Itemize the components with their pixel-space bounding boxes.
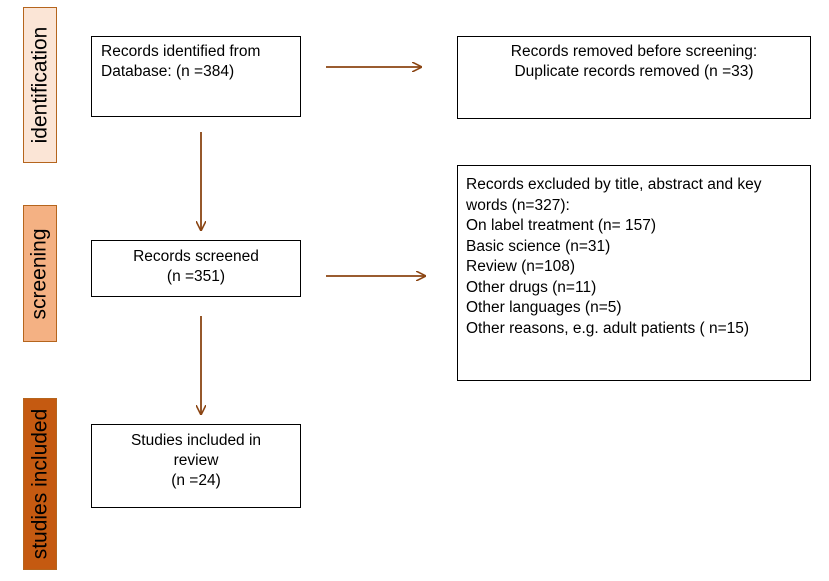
records-removed-box: Records removed before screening: Duplic… — [457, 36, 811, 119]
records-identified-line-1: Records identified from — [101, 43, 261, 60]
stage-screening: screening — [23, 205, 57, 342]
records-removed-line-1: Records removed before screening: — [510, 43, 758, 60]
studies-included-line-2: review — [173, 452, 219, 469]
excluded-line-5: Review (n=108) — [466, 258, 575, 275]
records-excluded-box: Records excluded by title, abstract and … — [457, 165, 811, 381]
records-identified-line-2: Database: (n =384) — [101, 63, 235, 80]
excluded-line-4: Basic science (n=31) — [466, 237, 611, 255]
stage-identification: identification — [23, 7, 57, 163]
excluded-line-6: Other drugs (n=11) — [466, 278, 597, 296]
excluded-line-3: On label treatment (n= 157) — [466, 217, 656, 234]
excluded-line-2: words (n=327): — [466, 196, 570, 214]
records-identified-box: Records identified from Database: (n =38… — [91, 36, 301, 117]
studies-included-box: Studies included in review (n =24) — [91, 424, 301, 508]
studies-included-line-3: (n =24) — [171, 472, 221, 489]
excluded-line-7: Other languages (n=5) — [466, 299, 622, 316]
stage-included: studies included — [23, 398, 57, 570]
studies-included-line-1: Studies included in — [130, 432, 262, 449]
excluded-line-8: Other reasons, e.g. adult patients ( n=1… — [466, 319, 750, 337]
excluded-line-1: Records excluded by title, abstract and … — [466, 176, 762, 193]
records-screened-box: Records screened (n =351) — [91, 240, 301, 297]
records-removed-line-2: Duplicate records removed (n =33) — [514, 63, 754, 80]
records-screened-line-2: (n =351) — [166, 268, 226, 285]
records-screened-line-1: Records screened — [133, 248, 259, 265]
